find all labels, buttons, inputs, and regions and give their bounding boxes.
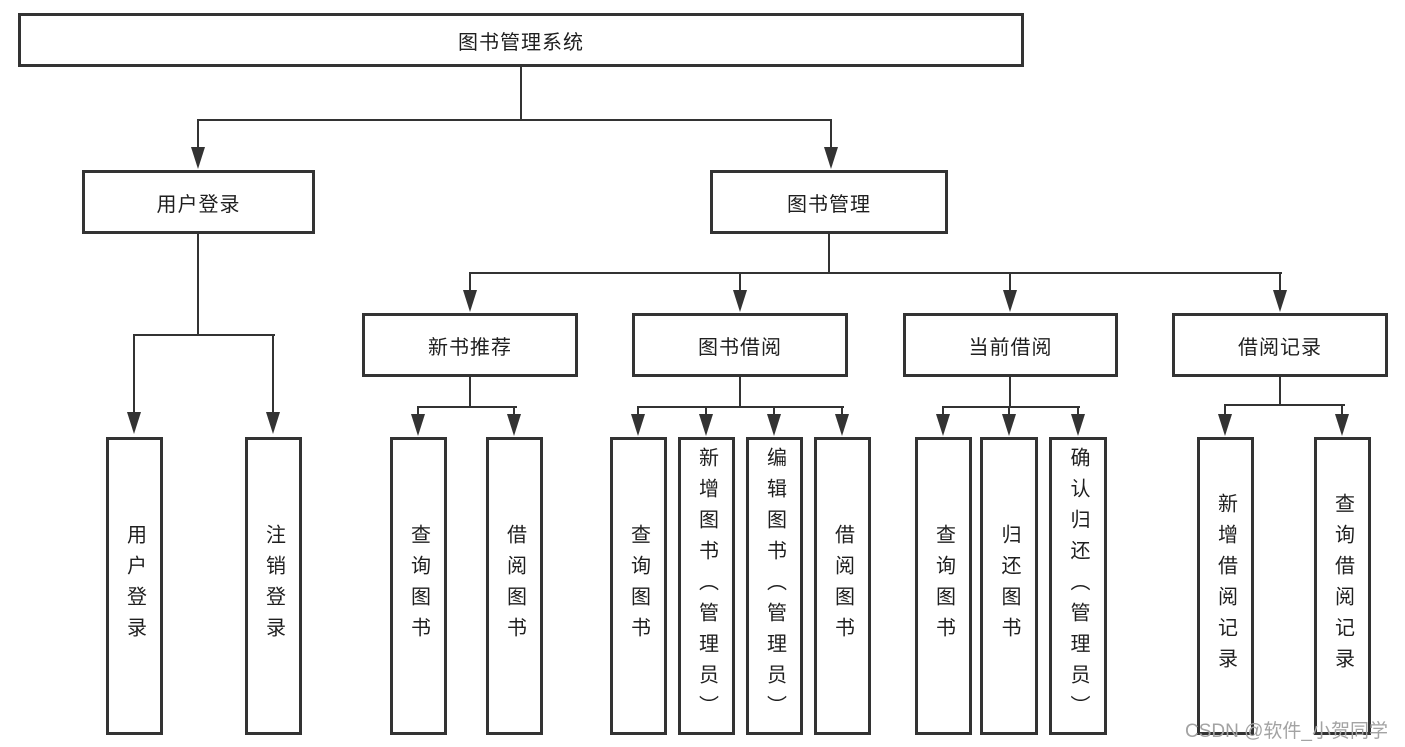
node-user-login: 用户登录 [82, 170, 315, 234]
connector-borrowrecord-stem [1279, 377, 1281, 406]
arrow-down-icon [1071, 414, 1085, 436]
leaf-currentborrow-query-books-label: 查询图书 [932, 524, 955, 648]
connector-bookmgmt-drop-4 [1279, 274, 1281, 292]
connector-currentborrow-horizontal [942, 406, 1080, 408]
connector-currentborrow-drop-1 [942, 408, 944, 416]
arrow-down-icon [507, 414, 521, 436]
connector-borrowrecord-horizontal [1224, 404, 1345, 406]
connector-userlogin-drop-2 [272, 336, 274, 414]
leaf-currentborrow-confirm-return-admin-label: 确认归还（管理员） [1067, 446, 1089, 726]
leaf-bookborrow-edit-books-admin-label: 编辑图书（管理员） [763, 446, 786, 726]
arrow-down-icon [1335, 414, 1349, 436]
connector-currentborrow-drop-3 [1077, 408, 1079, 416]
leaf-newbook-query-books-label: 查询图书 [407, 524, 430, 648]
connector-bookmgmt-horizontal [469, 272, 1282, 274]
node-book-borrow: 图书借阅 [632, 313, 848, 377]
leaf-bookborrow-add-books-admin-label: 新增图书（管理员） [695, 446, 718, 726]
arrow-down-icon [824, 147, 838, 169]
leaf-bookborrow-edit-books-admin: 编辑图书（管理员） [746, 437, 803, 735]
connector-newbook-drop-1 [417, 408, 419, 416]
connector-newbook-stem [469, 377, 471, 408]
connector-newbook-horizontal [417, 406, 517, 408]
leaf-user-login-label: 用户登录 [123, 524, 146, 648]
arrow-down-icon [191, 147, 205, 169]
arrow-down-icon [266, 412, 280, 434]
connector-currentborrow-drop-2 [1008, 408, 1010, 416]
leaf-currentborrow-return-books: 归还图书 [980, 437, 1038, 735]
arrow-down-icon [1218, 414, 1232, 436]
connector-root-drop-left [197, 121, 199, 148]
node-user-login-label: 用户登录 [156, 193, 241, 216]
arrow-down-icon [1003, 290, 1017, 312]
connector-bookmgmt-drop-2 [739, 274, 741, 292]
leaf-bookborrow-query-books: 查询图书 [610, 437, 667, 735]
leaf-bookborrow-borrow-books-label: 借阅图书 [831, 524, 854, 648]
leaf-user-login: 用户登录 [106, 437, 163, 735]
arrow-down-icon [936, 414, 950, 436]
leaf-logout: 注销登录 [245, 437, 302, 735]
connector-bookmgmt-drop-1 [469, 274, 471, 292]
arrow-down-icon [1273, 290, 1287, 312]
node-book-management: 图书管理 [710, 170, 948, 234]
arrow-down-icon [127, 412, 141, 434]
leaf-bookborrow-add-books-admin: 新增图书（管理员） [678, 437, 735, 735]
leaf-bookborrow-query-books-label: 查询图书 [627, 524, 650, 648]
connector-bookmgmt-stem [828, 234, 830, 274]
connector-userlogin-stem [197, 234, 199, 336]
node-new-book-recommend-label: 新书推荐 [428, 336, 512, 359]
csdn-watermark: CSDN @软件_小贺同学 [1185, 721, 1388, 742]
leaf-borrowrecord-add-record: 新增借阅记录 [1197, 437, 1254, 735]
node-book-management-label: 图书管理 [787, 193, 871, 216]
connector-borrowrecord-drop-1 [1224, 406, 1226, 416]
connector-borrowrecord-drop-2 [1341, 406, 1343, 416]
leaf-borrowrecord-query-record-label: 查询借阅记录 [1331, 493, 1354, 679]
leaf-newbook-borrow-books: 借阅图书 [486, 437, 543, 735]
node-current-borrow-label: 当前借阅 [968, 336, 1053, 359]
connector-bookborrow-drop-1 [637, 408, 639, 416]
arrow-down-icon [835, 414, 849, 436]
leaf-borrowrecord-add-record-label: 新增借阅记录 [1214, 493, 1237, 679]
connector-bookborrow-stem [739, 377, 741, 408]
connector-newbook-drop-2 [513, 408, 515, 416]
connector-root-horizontal [197, 119, 832, 121]
arrow-down-icon [767, 414, 781, 436]
node-root: 图书管理系统 [18, 13, 1024, 67]
node-root-label: 图书管理系统 [458, 31, 584, 54]
connector-bookborrow-drop-3 [773, 408, 775, 416]
node-borrow-record-label: 借阅记录 [1238, 336, 1322, 359]
node-current-borrow: 当前借阅 [903, 313, 1118, 377]
leaf-bookborrow-borrow-books: 借阅图书 [814, 437, 871, 735]
node-book-borrow-label: 图书借阅 [698, 336, 782, 359]
connector-currentborrow-stem [1009, 377, 1011, 408]
connector-bookmgmt-drop-3 [1009, 274, 1011, 292]
connector-root-stem [520, 67, 522, 120]
leaf-currentborrow-query-books: 查询图书 [915, 437, 972, 735]
leaf-currentborrow-return-books-label: 归还图书 [998, 524, 1020, 648]
leaf-newbook-query-books: 查询图书 [390, 437, 447, 735]
arrow-down-icon [699, 414, 713, 436]
leaf-logout-label: 注销登录 [262, 524, 285, 648]
leaf-currentborrow-confirm-return-admin: 确认归还（管理员） [1049, 437, 1107, 735]
node-new-book-recommend: 新书推荐 [362, 313, 578, 377]
arrow-down-icon [463, 290, 477, 312]
connector-bookborrow-drop-4 [841, 408, 843, 416]
connector-root-drop-right [830, 121, 832, 148]
connector-bookborrow-drop-2 [705, 408, 707, 416]
leaf-borrowrecord-query-record: 查询借阅记录 [1314, 437, 1371, 735]
connector-userlogin-drop-1 [133, 336, 135, 414]
leaf-newbook-borrow-books-label: 借阅图书 [503, 524, 526, 648]
arrow-down-icon [631, 414, 645, 436]
arrow-down-icon [411, 414, 425, 436]
connector-userlogin-horizontal [133, 334, 275, 336]
node-borrow-record: 借阅记录 [1172, 313, 1388, 377]
arrow-down-icon [733, 290, 747, 312]
connector-bookborrow-horizontal [637, 406, 844, 408]
arrow-down-icon [1002, 414, 1016, 436]
